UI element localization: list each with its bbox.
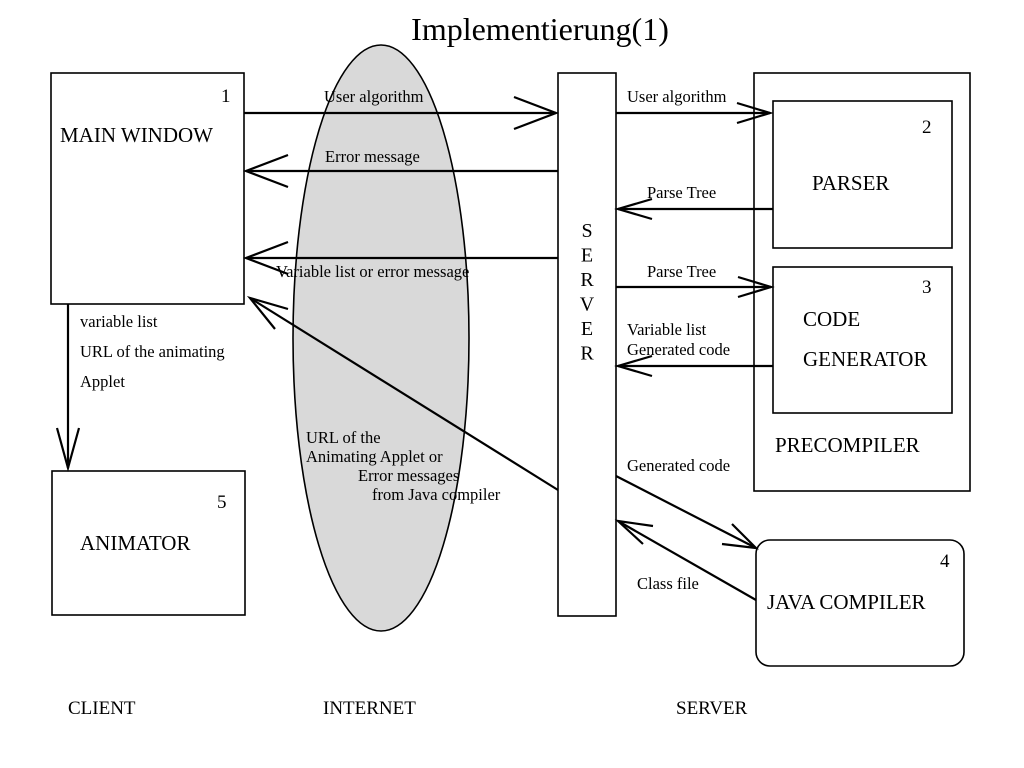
main-window-box xyxy=(50,72,245,305)
generated-code-arrow xyxy=(615,475,757,549)
class-file-arrowhead xyxy=(614,519,654,545)
parse-tree-return-label: Parse Tree xyxy=(647,183,716,202)
class-file-label: Class file xyxy=(637,574,699,593)
parse-tree-to-codegen-label: Parse Tree xyxy=(647,262,716,281)
codegen-return-label-line2: Generated code xyxy=(627,340,730,359)
animator-label: ANIMATOR xyxy=(80,531,190,555)
zone-server-label: SERVER xyxy=(676,698,748,719)
user-algorithm-label: User algorithm xyxy=(324,87,424,106)
java-compiler-box xyxy=(755,539,965,667)
java-compiler-number: 4 xyxy=(940,551,950,572)
variable-list-arrowhead xyxy=(242,240,289,276)
user-algorithm-to-parser-label: User algorithm xyxy=(627,87,727,106)
generated-code-arrowhead xyxy=(721,523,760,550)
parse-tree-to-codegen-arrowhead xyxy=(737,275,775,299)
server-letter: E xyxy=(581,318,593,340)
code-generator-label-line2: GENERATOR xyxy=(803,347,927,371)
generated-code-label: Generated code xyxy=(627,456,730,475)
zone-internet-label: INTERNET xyxy=(323,698,416,719)
url-applet-label-line4: from Java compiler xyxy=(372,485,501,504)
url-applet-label-line3: Error messages xyxy=(358,466,459,485)
error-message-arrowhead xyxy=(242,153,289,189)
parser-box xyxy=(772,100,953,249)
parser-number: 2 xyxy=(922,117,932,138)
user-algorithm-to-parser-arrowhead xyxy=(736,101,774,125)
to-animator-arrowhead xyxy=(55,427,81,473)
page-title: Implementierung(1) xyxy=(411,11,669,47)
url-applet-arrow xyxy=(249,297,559,491)
parse-tree-return-arrowhead xyxy=(614,197,653,221)
code-generator-label-line1: CODE xyxy=(803,307,860,331)
variable-list-or-error-label: Variable list or error message xyxy=(276,262,469,281)
error-message-label: Error message xyxy=(325,147,420,166)
server-letter: V xyxy=(580,294,595,316)
server-letters: SERVER xyxy=(580,220,595,365)
java-compiler-label: JAVA COMPILER xyxy=(767,590,926,614)
to-animator-label-line2: URL of the animating xyxy=(80,342,225,361)
parser-label: PARSER xyxy=(812,171,889,195)
codegen-return-arrowhead xyxy=(614,354,653,378)
class-file-arrow xyxy=(617,520,757,601)
code-generator-number: 3 xyxy=(922,277,932,298)
server-letter: S xyxy=(581,220,592,242)
main-window-number: 1 xyxy=(221,86,231,107)
to-animator-label-line3: Applet xyxy=(80,372,125,391)
server-bar xyxy=(557,72,617,617)
server-letter: E xyxy=(581,245,593,267)
precompiler-label: PRECOMPILER xyxy=(775,433,920,457)
internet-ellipse xyxy=(292,44,470,632)
user-algorithm-arrowhead xyxy=(513,95,560,131)
code-generator-box xyxy=(772,266,953,414)
server-letter: R xyxy=(580,343,594,365)
main-window-label: MAIN WINDOW xyxy=(60,123,213,147)
animator-box xyxy=(51,470,246,616)
zone-client-label: CLIENT xyxy=(68,698,136,719)
url-applet-label-line2: Animating Applet or xyxy=(306,447,443,466)
codegen-return-label-line1: Variable list xyxy=(627,320,707,339)
to-animator-label-line1: variable list xyxy=(80,312,158,331)
url-applet-arrowhead xyxy=(246,295,289,330)
url-applet-label-line1: URL of the xyxy=(306,428,381,447)
server-letter: R xyxy=(580,269,594,291)
animator-number: 5 xyxy=(217,492,227,513)
